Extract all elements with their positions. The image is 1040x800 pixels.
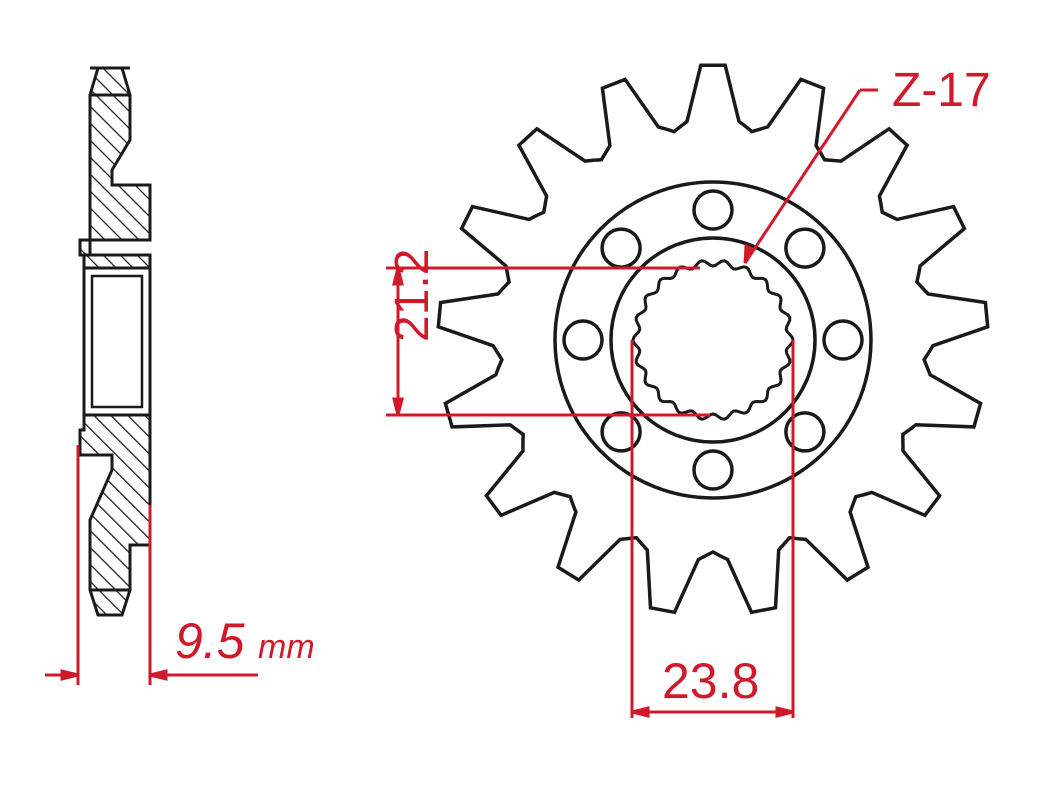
front-view xyxy=(436,63,990,615)
bolt-hole xyxy=(692,449,734,491)
thickness-unit: mm xyxy=(258,628,315,666)
bore-inner xyxy=(90,274,144,409)
bolt-hole xyxy=(822,319,864,361)
hub-inner-circle xyxy=(609,236,817,444)
teeth-count-label: Z-17 xyxy=(892,64,991,117)
sprocket-teeth-outline xyxy=(436,63,990,615)
bolt-hole xyxy=(784,411,826,453)
side-view xyxy=(78,66,152,617)
bolt-hole xyxy=(692,189,734,231)
thickness-dimension xyxy=(45,445,258,685)
lower-section xyxy=(78,413,152,617)
spline-outer-diameter: 23.8 xyxy=(662,653,759,709)
bolt-hole xyxy=(600,411,642,453)
hub-outer-circle xyxy=(553,180,873,500)
spline-inner-diameter: 21.2 xyxy=(386,249,439,342)
bolt-hole xyxy=(784,227,826,269)
upper-section xyxy=(78,66,152,270)
bolt-hole xyxy=(562,319,604,361)
spline-dimensions xyxy=(386,88,878,718)
spline-bore xyxy=(631,259,795,421)
bolt-hole xyxy=(600,227,642,269)
bolt-holes xyxy=(562,189,864,491)
thickness-value: 9.5 xyxy=(175,613,245,669)
